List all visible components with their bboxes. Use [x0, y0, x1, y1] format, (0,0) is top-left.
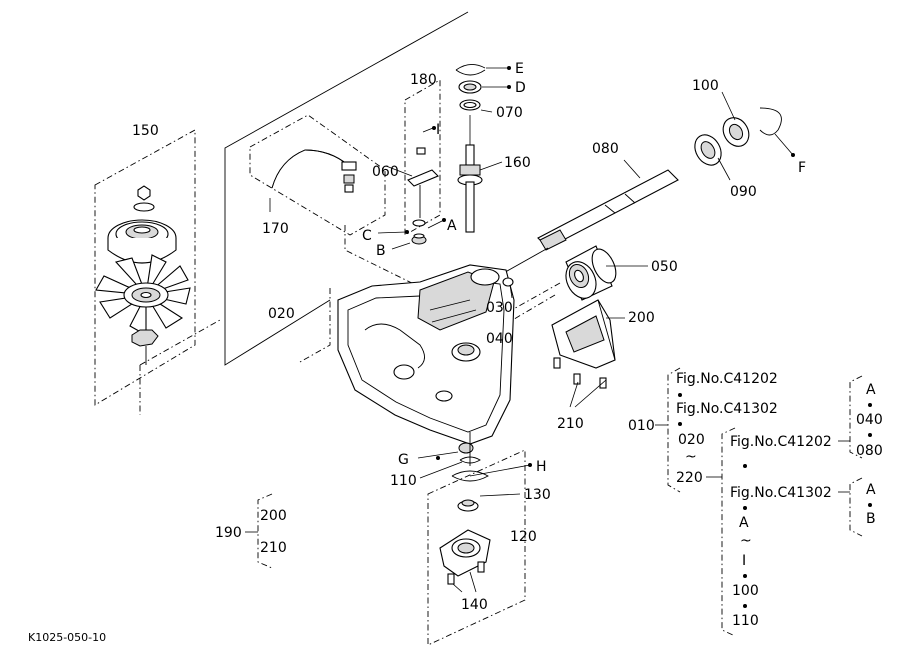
label-F: F [798, 160, 806, 176]
label-130: 130 [524, 487, 551, 503]
tree-sub-list-4: 100 [732, 583, 759, 599]
label-120: 120 [510, 529, 537, 545]
part-labels: 150 180 170 060 I A C B E D 070 160 080 … [132, 61, 806, 613]
label-040: 040 [486, 331, 513, 347]
label-I: I [436, 122, 440, 138]
oil-filter [565, 245, 617, 301]
tree-sub-fig1-item-2: 040 [856, 412, 883, 428]
tree-sub-fig2-item-1: A [866, 482, 876, 498]
tree-sub-list-5: 110 [732, 613, 759, 629]
tree-sub-fig2-item-2: B [866, 511, 876, 527]
tree-sub-fig1: Fig.No.C41202 [730, 434, 832, 450]
label-150: 150 [132, 123, 159, 139]
tree-range-from: 020 [678, 432, 705, 448]
transmission-case [337, 264, 515, 464]
tree-sub-fig1-item-3: 080 [856, 443, 883, 459]
tree-sub-fig2: Fig.No.C41302 [730, 485, 832, 501]
label-070: 070 [496, 105, 523, 121]
label-190-210: 210 [260, 540, 287, 556]
label-190: 190 [215, 525, 242, 541]
label-200: 200 [628, 310, 655, 326]
label-G: G [398, 452, 409, 468]
label-190-200: 200 [260, 508, 287, 524]
label-030: 030 [486, 300, 513, 316]
tree-range-tilde: ~ [685, 449, 697, 465]
bottom-cover [439, 432, 491, 585]
label-210: 210 [557, 416, 584, 432]
label-E: E [515, 61, 524, 77]
axle-shaft [499, 169, 679, 276]
tree-sub-list-1: A [739, 515, 749, 531]
bracket [551, 299, 616, 389]
bearings [694, 107, 782, 166]
leader-lines [269, 67, 794, 593]
label-180: 180 [410, 72, 437, 88]
tree-root: 010 [628, 418, 655, 434]
figure-code: K1025-050-10 [28, 631, 106, 644]
label-H: H [536, 459, 547, 475]
label-C: C [362, 228, 372, 244]
vertical-shaft [455, 64, 486, 233]
label-060: 060 [372, 164, 399, 180]
label-050: 050 [651, 259, 678, 275]
group-190: 190 200 210 [215, 493, 287, 569]
tree-fig2: Fig.No.C41302 [676, 401, 778, 417]
label-080: 080 [592, 141, 619, 157]
tree-sub-list-3: I [742, 553, 746, 569]
label-160: 160 [504, 155, 531, 171]
reference-dots [405, 66, 795, 467]
label-110: 110 [390, 473, 417, 489]
label-100: 100 [692, 78, 719, 94]
tree-sub-fig1-item-1: A [866, 382, 876, 398]
label-140: 140 [461, 597, 488, 613]
label-090: 090 [730, 184, 757, 200]
label-B: B [376, 243, 386, 259]
tree-fig1: Fig.No.C41202 [676, 371, 778, 387]
group-outlines [94, 11, 561, 646]
tree-sub-list-2: ~ [740, 533, 752, 549]
tree-range-to: 220 [676, 470, 703, 486]
label-020: 020 [268, 306, 295, 322]
label-D: D [515, 80, 526, 96]
label-A: A [447, 218, 457, 234]
reference-tree: 010 Fig.No.C41202 Fig.No.C41302 020 ~ 22… [628, 367, 883, 637]
label-170: 170 [262, 221, 289, 237]
tube-assembly [271, 147, 439, 245]
fan-assembly [95, 185, 191, 365]
